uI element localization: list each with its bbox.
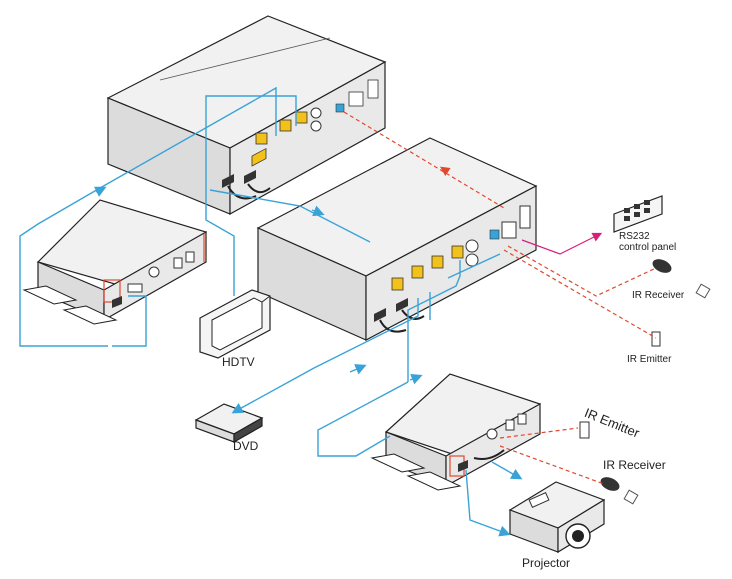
matrix-switcher-top (106, 15, 387, 216)
rs232-cable (521, 232, 603, 255)
ir-receiver-bottom-label: IR Receiver (603, 458, 666, 472)
ir-emitter-top-label: IR Emitter (627, 354, 672, 365)
dvd-label: DVD (233, 439, 259, 453)
projector-device (508, 481, 606, 554)
rj45-ports-main (391, 245, 464, 291)
rs232-control-panel (613, 195, 663, 233)
matrix-switcher-main (256, 137, 538, 341)
rs232-label-line1: RS232 (619, 231, 650, 242)
ir-emitter-bottom-icon (579, 421, 590, 439)
dvd-player (194, 403, 264, 444)
hdmi-cables (19, 86, 523, 537)
ir-receiver-top-label: IR Receiver (632, 290, 685, 301)
rs232-label-line2: control panel (619, 242, 677, 253)
hdbaset-receiver-left (22, 199, 208, 325)
projector-label: Projector (522, 556, 571, 570)
ir-emitter-top-icon (651, 331, 661, 347)
ir-cables (343, 111, 657, 485)
ir-receiver-top-icon (652, 259, 711, 299)
ir-receiver-bottom-icon (600, 477, 639, 505)
hdtv-device (199, 289, 271, 359)
hdbaset-receiver-bottom (370, 373, 542, 491)
hdtv-label: HDTV (222, 355, 255, 369)
rj45-ports-top (255, 111, 308, 145)
